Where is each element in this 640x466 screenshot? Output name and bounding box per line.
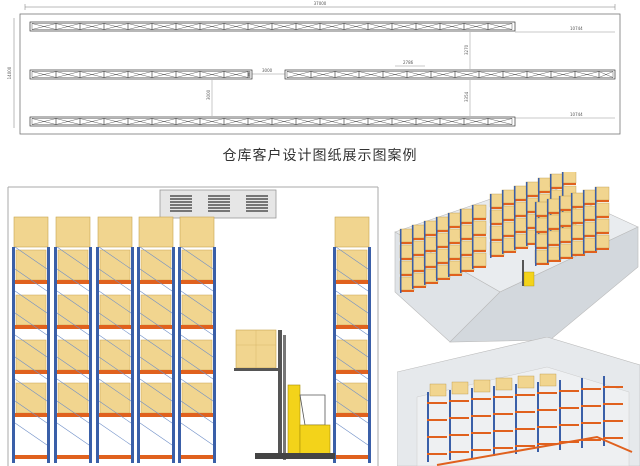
right-vertical-dimension-b: 3354	[464, 91, 469, 102]
caption-title: 仓库客户设计图纸展示图案例	[222, 148, 418, 164]
right-bottom-dimension: 10744	[570, 112, 583, 117]
rack-row-middle	[29, 69, 616, 80]
right-top-dimension: 10744	[570, 26, 583, 31]
ventilation-unit-icon	[159, 189, 277, 219]
rack-row-bottom	[29, 116, 516, 127]
aisle-gap-dimension: 3000	[262, 68, 273, 73]
right-vertical-dimension-a: 3270	[464, 44, 469, 55]
cad-floor-plan: 37000 14000 10744 10744 3000 2786 3000 3…	[7, 1, 621, 135]
bay-dimension: 2786	[403, 60, 414, 65]
rack-row-top	[29, 21, 516, 32]
left-height-dimension: 14000	[7, 66, 12, 79]
overall-length-dimension: 37000	[314, 1, 327, 6]
forklift-icon	[234, 329, 335, 460]
isometric-render-rack-structure	[397, 337, 640, 466]
center-aisle-dimension: 3000	[206, 89, 211, 100]
isometric-render-full-warehouse	[394, 172, 639, 343]
rack-front-elevation	[7, 186, 379, 466]
